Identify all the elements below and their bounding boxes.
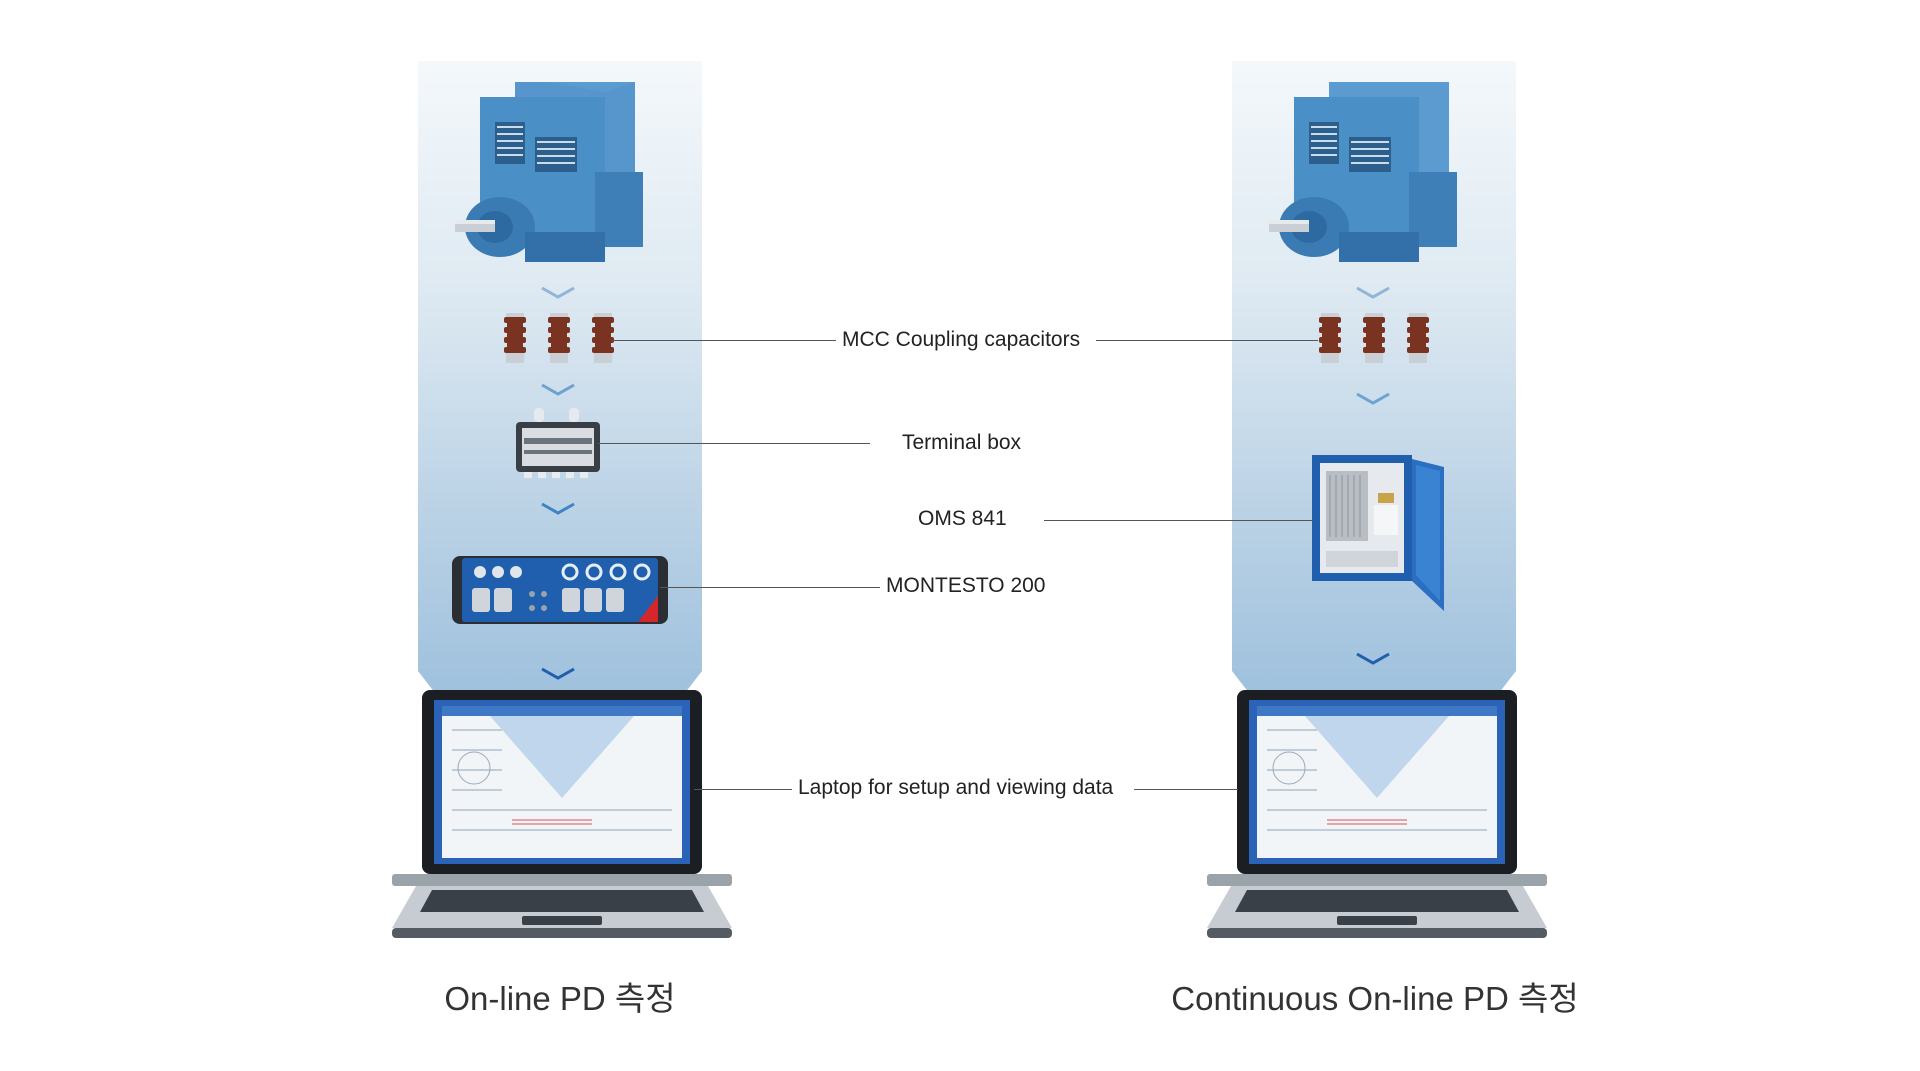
laptop-icon <box>392 690 732 938</box>
chevron-down-icon <box>541 286 575 299</box>
montesto-device-icon <box>452 556 668 624</box>
capacitor-icon <box>1319 313 1429 363</box>
connector-line-mcc-right <box>1096 340 1318 341</box>
capacitor-icon <box>504 313 614 363</box>
laptop-label: Laptop for setup and viewing data <box>792 775 1120 801</box>
terminal-box-label: Terminal box <box>896 430 1028 456</box>
connector-line-oms <box>1044 520 1314 521</box>
left-system-title: On-line PD 측정 <box>444 980 676 1017</box>
connector-line-laptop-right <box>1134 789 1238 790</box>
connector-line-terminal <box>598 443 870 444</box>
chevron-down-icon <box>541 502 575 515</box>
chevron-down-icon <box>541 667 575 680</box>
oms-cabinet-icon <box>1312 455 1444 611</box>
oms-841-label: OMS 841 <box>912 506 1013 532</box>
terminal-box-icon <box>516 408 600 478</box>
connector-line-mcc-left <box>612 340 838 341</box>
montesto-200-label: MONTESTO 200 <box>880 573 1052 599</box>
right-system-title: Continuous On-line PD 측정 <box>1171 980 1579 1017</box>
chevron-down-icon <box>1356 652 1390 665</box>
chevron-down-icon <box>1356 286 1390 299</box>
connector-line-laptop-left <box>694 789 796 790</box>
connector-line-montesto <box>660 587 886 588</box>
motor-icon <box>455 82 643 262</box>
chevron-down-icon <box>1356 392 1390 405</box>
motor-icon <box>1269 82 1457 262</box>
laptop-icon <box>1207 690 1547 938</box>
mcc-coupling-capacitors-label: MCC Coupling capacitors <box>836 327 1087 353</box>
chevron-down-icon <box>541 383 575 396</box>
